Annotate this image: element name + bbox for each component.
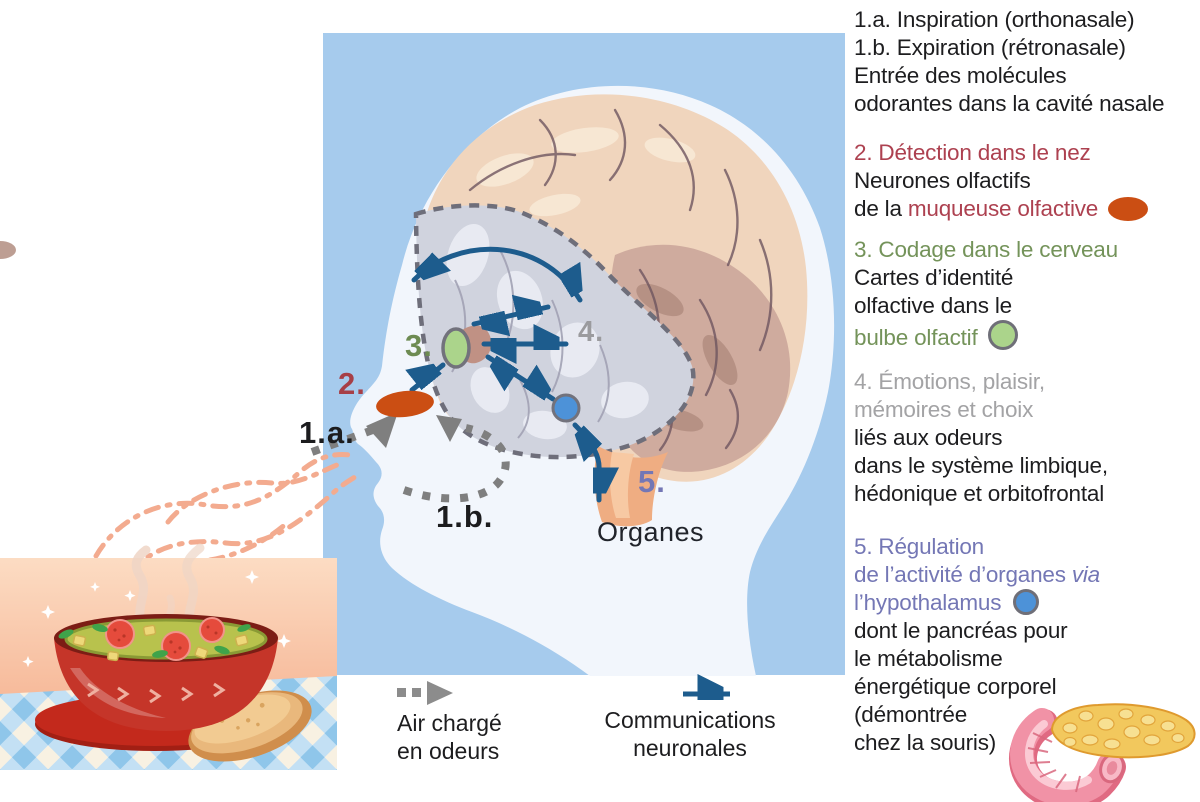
orthonasal-arrowhead [366,412,398,448]
label-3-coding: 3. [405,328,433,363]
sparkle-stars [22,570,291,668]
note-5-line8: chez la souris) [854,730,997,755]
arrow-bulb-cortex-1 [471,307,551,324]
note-1b: 1.b. Expiration (rétronasale) [854,35,1126,60]
olfactory-bulb-marker [441,327,471,369]
note-4-line5: hédonique et orbitofrontal [854,481,1104,506]
note-5-line7: (démontrée [854,702,968,727]
note-5-title: 5. Régulation [854,534,984,559]
note-5-line2-via: via [1071,562,1100,587]
note-2-line3: de la muqueuse olfactive [854,195,1200,223]
mucosa-marker-icon [1108,197,1149,221]
arrow-mucosa-to-bulb [412,365,446,393]
label-4-emotions: 4. [578,316,605,348]
arrow-hypothalamus-organs [575,422,599,503]
tomato-slices [105,617,225,661]
note-5-line4: dont le pancréas pour [854,618,1068,643]
note-block-3: 3. Codage dans le cerveau Cartes d’ident… [854,236,1200,352]
organs-label: Organes [597,517,705,547]
air-arrow-icon [397,681,453,705]
note-5-line6: énergétique corporel [854,674,1057,699]
herbs [58,624,251,658]
note-2-line3-pre: de la [854,196,908,221]
note-3-line2: Cartes d’identité [854,265,1014,290]
note-5-line3-term: l’hypothalamus [854,590,1002,615]
note-3-title: 3. Codage dans le cerveau [854,237,1118,262]
hypothalamus-marker [551,393,581,423]
note-2-line2: Neurones olfactifs [854,168,1031,193]
pancreas-lobules [1062,708,1185,750]
arrow-bulb-hypothalamus [488,354,553,402]
note-3-line4-term: bulbe olfactif [854,325,978,350]
note-block-2: 2. Détection dans le nez Neurones olfact… [854,139,1200,223]
croutons [72,624,249,662]
note-block-1: 1.a. Inspiration (orthonasale) 1.b. Expi… [854,6,1200,118]
legend-air-line2: en odeurs [397,738,500,764]
note-5-line5: le métabolisme [854,646,1003,671]
airflow-arrows [310,412,510,503]
note-1a: 1.a. Inspiration (orthonasale) [854,7,1135,32]
annotation-column: 1.a. Inspiration (orthonasale) 1.b. Expi… [854,6,1200,757]
note-5-line3: l’hypothalamus [854,589,1200,617]
note-5-line2-pre: de l’activité d’organes [854,562,1072,587]
note-1-line4: odorantes dans la cavité nasale [854,91,1165,116]
bulb-marker-icon [987,320,1018,350]
retronasal-arrowhead [436,415,462,442]
label-1a-inspiration: 1.a. [299,415,355,450]
note-5-line2: de l’activité d’organes via [854,561,1200,589]
note-4-title-line1: 4. Émotions, plaisir, [854,369,1045,394]
label-2-detection: 2. [338,366,366,401]
arrow-frontal-arc [411,246,580,303]
neural-arrows [411,246,599,503]
hypothalamus-marker-icon [1013,589,1040,615]
pancreas-illustration [1009,703,1196,802]
note-block-4: 4. Émotions, plaisir, mémoires et choix … [854,368,1200,508]
soup-illustration [0,543,337,770]
legend-air-line1: Air chargé [397,710,502,736]
note-4-line3: liés aux odeurs [854,425,1003,450]
note-3-line4: bulbe olfactif [854,320,1200,352]
note-4-line4: dans le système limbique, [854,453,1108,478]
legend-neural: Communications neuronales [588,706,792,762]
note-block-5: 5. Régulation de l’activité d’organes vi… [854,533,1200,757]
note-3-line3: olfactive dans le [854,293,1012,318]
legend-neural-line1: Communications [604,707,776,733]
legend-neural-line2: neuronales [633,735,747,761]
soup-bowl [54,614,278,731]
label-5-regulation: 5. [638,464,666,499]
note-2-title: 2. Détection dans le nez [854,140,1091,165]
anatomy-markers [376,327,581,423]
note-2-line3-term: muqueuse olfactive [907,196,1099,221]
note-1-line3: Entrée des molécules [854,63,1067,88]
label-1b-expiration: 1.b. [436,499,494,534]
legend-air: Air chargé en odeurs [397,709,502,765]
olfactory-mucosa-marker [376,390,434,418]
note-4-title-line2: mémoires et choix [854,397,1034,422]
